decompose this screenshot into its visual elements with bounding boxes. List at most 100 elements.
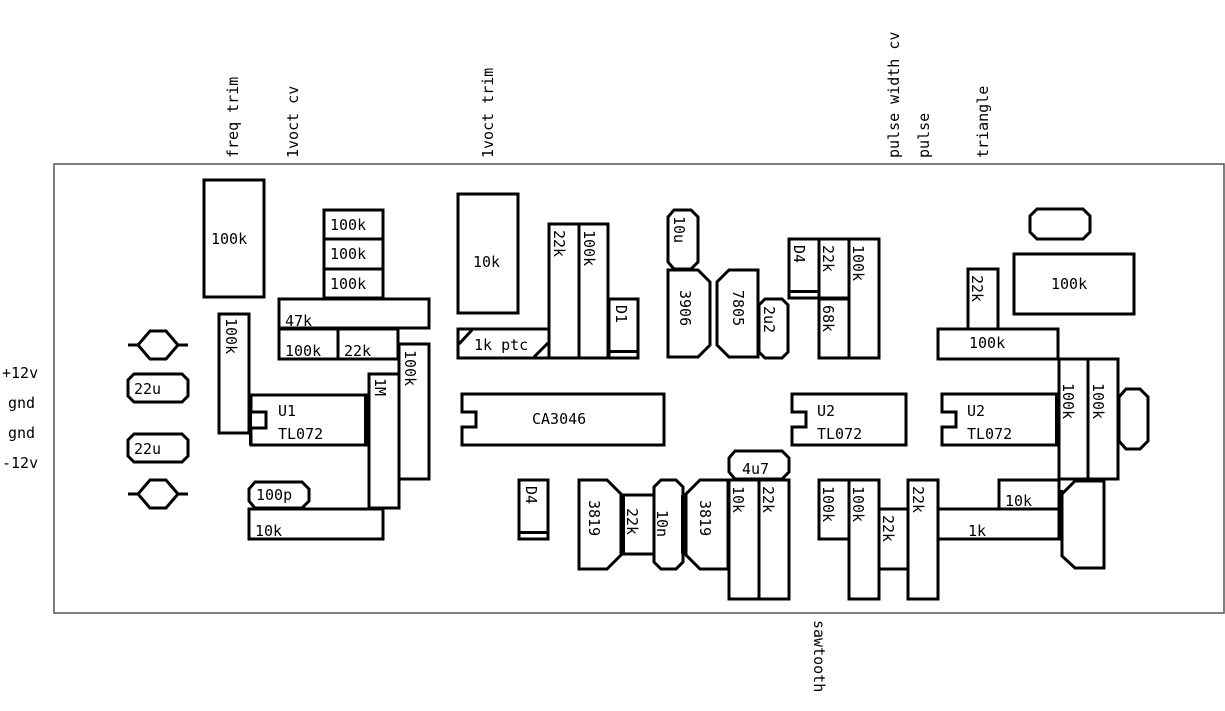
capacitor-100p: 100p — [247, 480, 311, 510]
resistor-1k-ptc: 1k ptc — [456, 327, 551, 360]
ic-u2b-tl072: U2 TL072 — [940, 392, 1060, 447]
resistor-10k-right: 10k — [997, 478, 1061, 511]
diode-power-bottom — [128, 478, 188, 510]
svg-text:22k: 22k — [968, 275, 986, 302]
svg-text:100p: 100p — [256, 486, 292, 504]
svg-text:1k: 1k — [968, 522, 986, 540]
svg-text:10k: 10k — [729, 486, 747, 513]
svg-text:3819: 3819 — [696, 500, 714, 536]
svg-text:2u2: 2u2 — [760, 306, 778, 333]
diode-d4-upper: D4 — [787, 237, 821, 300]
resistor-47k: 47k — [277, 297, 431, 330]
svg-text:22k: 22k — [879, 515, 897, 542]
diode-power-top — [128, 329, 188, 361]
ic-ca3046: CA3046 — [460, 392, 666, 447]
resistor-100k-left-vertical: 100k — [217, 312, 251, 435]
resistor-22k-lower-2: 22k — [906, 478, 940, 601]
resistor-10k-sawtooth: 10k — [727, 478, 761, 601]
pot-10k-1voct-trim: 10k — [456, 192, 520, 315]
svg-text:100k: 100k — [211, 230, 247, 248]
svg-text:U2: U2 — [967, 402, 985, 420]
ic-u1-tl072: U1 TL072 — [249, 393, 368, 447]
resistor-100k-lower-2: 100k — [847, 478, 881, 601]
label-minus-12v: -12v — [2, 454, 38, 472]
svg-text:100k: 100k — [330, 275, 366, 293]
resistor-22k-jfet: 22k — [620, 493, 656, 556]
svg-text:100k: 100k — [330, 245, 366, 263]
label-sawtooth: sawtooth — [810, 620, 828, 692]
resistor-100k-lower-1: 100k — [817, 478, 851, 541]
svg-text:100k: 100k — [969, 334, 1005, 352]
diode-d4-lower: D4 — [517, 478, 550, 541]
label-gnd-1: gnd — [8, 394, 35, 412]
resistor-100k-mid: 100k — [577, 222, 610, 360]
label-1voct-trim: 1voct trim — [479, 68, 497, 158]
resistor-22k-sawtooth: 22k — [757, 478, 791, 601]
resistor-22k-mid: 22k — [547, 222, 581, 360]
svg-text:100k: 100k — [222, 318, 240, 354]
svg-text:D4: D4 — [522, 486, 540, 504]
output-connector-right — [1058, 479, 1106, 570]
svg-text:10k: 10k — [1005, 492, 1032, 510]
diode-d1: D1 — [607, 297, 640, 360]
label-pulse-width-cv: pulse width cv — [885, 32, 903, 158]
svg-text:100k: 100k — [819, 486, 837, 522]
svg-text:TL072: TL072 — [967, 425, 1012, 443]
label-triangle: triangle — [974, 86, 992, 158]
svg-text:U1: U1 — [278, 402, 296, 420]
capacitor-unlabeled-far-right — [1117, 387, 1150, 451]
svg-text:100k: 100k — [1059, 383, 1077, 419]
resistor-100k-stack-1: 100k — [322, 208, 385, 241]
resistor-1k-right: 1k — [936, 507, 1061, 541]
resistor-22k-lower-1: 22k — [877, 507, 910, 571]
svg-text:22k: 22k — [623, 508, 641, 535]
svg-text:100k: 100k — [849, 245, 867, 281]
svg-text:7805: 7805 — [729, 290, 747, 326]
resistor-22k-right-small: 22k — [966, 267, 1000, 331]
resistor-100k-upper-right: 100k — [847, 237, 881, 360]
svg-text:10k: 10k — [473, 253, 500, 271]
svg-text:D4: D4 — [790, 245, 808, 263]
svg-text:D1: D1 — [612, 305, 630, 323]
svg-text:1M: 1M — [371, 378, 389, 396]
svg-text:CA3046: CA3046 — [532, 410, 586, 428]
capacitor-2u2: 2u2 — [757, 297, 790, 360]
svg-text:22k: 22k — [909, 486, 927, 513]
label-pulse: pulse — [915, 113, 933, 158]
resistor-10k-bottom-left: 10k — [247, 507, 385, 541]
capacitor-4u7: 4u7 — [727, 449, 791, 481]
resistor-100k-far-right-2: 100k — [1086, 357, 1120, 481]
label-freq-trim: freq trim — [224, 77, 242, 158]
resistor-100k-stack-3: 100k — [322, 267, 385, 300]
jfet-3819-left: 3819 — [577, 478, 623, 571]
svg-text:10k: 10k — [255, 522, 282, 540]
svg-text:22u: 22u — [134, 380, 161, 398]
resistor-22k-row: 22k — [336, 327, 400, 361]
svg-text:100k: 100k — [580, 230, 598, 266]
svg-text:100k: 100k — [401, 350, 419, 386]
svg-text:22k: 22k — [344, 342, 371, 360]
resistor-1m: 1M — [367, 372, 401, 510]
resistor-100k-right-horizontal: 100k — [936, 327, 1060, 361]
resistor-100k-stack-2: 100k — [322, 237, 385, 271]
capacitor-22u-bottom: 22u — [126, 432, 190, 464]
svg-text:100k: 100k — [1051, 275, 1087, 293]
resistor-100k-far-right-1: 100k — [1057, 357, 1090, 481]
resistor-100k-right-vertical: 100k — [397, 342, 431, 481]
label-gnd-2: gnd — [8, 424, 35, 442]
svg-text:4u7: 4u7 — [742, 460, 769, 478]
svg-text:100k: 100k — [849, 486, 867, 522]
resistor-68k: 68k — [817, 297, 851, 360]
pot-100k-right: 100k — [1012, 252, 1136, 316]
svg-text:TL072: TL072 — [278, 425, 323, 443]
capacitor-10u: 10u — [666, 208, 700, 271]
label-plus-12v: +12v — [2, 364, 38, 382]
pot-100k-freq-trim: 100k — [202, 178, 266, 299]
board-outline — [53, 163, 1225, 614]
svg-text:3906: 3906 — [676, 290, 694, 326]
svg-text:10n: 10n — [653, 510, 671, 537]
svg-text:100k: 100k — [330, 216, 366, 234]
label-1voct-cv: 1voct cv — [284, 86, 302, 158]
svg-text:100k: 100k — [285, 342, 321, 360]
